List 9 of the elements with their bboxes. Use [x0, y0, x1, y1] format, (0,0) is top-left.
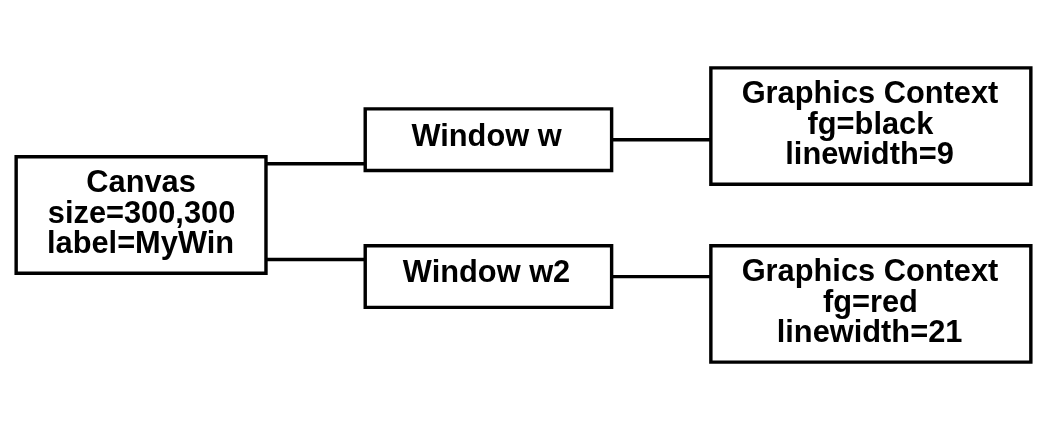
connector [266, 161, 366, 165]
connector [612, 137, 711, 141]
connector [266, 257, 366, 261]
node-box: Canvas size=300,300 label=MyWin [14, 154, 268, 275]
node-box: Window w [363, 106, 614, 172]
node-box: Window w2 [363, 243, 614, 309]
node-box: Graphics Context fg=black linewidth=9 [709, 65, 1033, 186]
node-box: Graphics Context fg=red linewidth=21 [709, 243, 1033, 364]
connector [612, 274, 711, 278]
